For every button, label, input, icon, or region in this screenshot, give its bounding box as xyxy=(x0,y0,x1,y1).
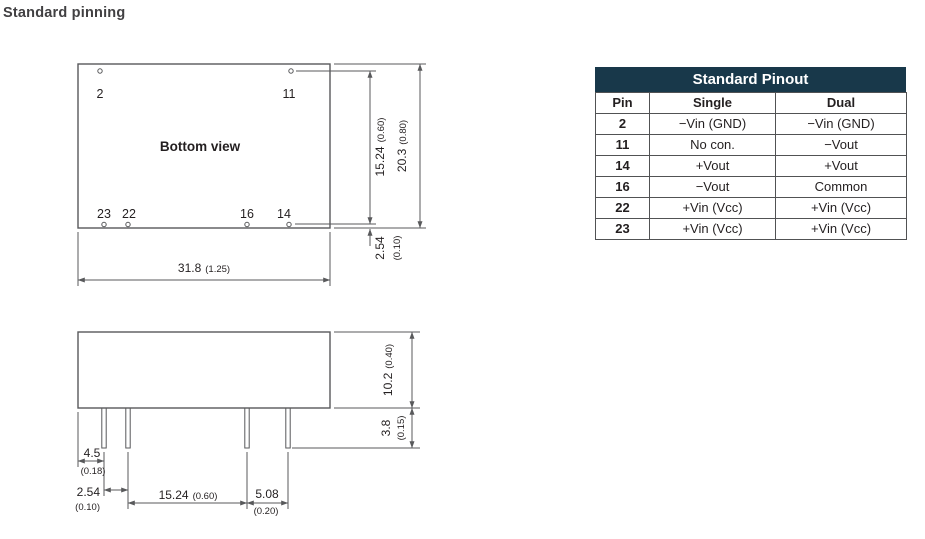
dim-pin-length-in: (0.15) xyxy=(396,416,407,441)
page-title: Standard pinning xyxy=(3,5,126,21)
pin-cell: 14 xyxy=(595,155,650,177)
pin-11-hole xyxy=(288,68,294,74)
pin-leg xyxy=(244,407,250,449)
dual-cell: −Vout xyxy=(775,134,907,156)
pin-cell: 2 xyxy=(595,113,650,135)
single-cell: −Vin (GND) xyxy=(649,113,776,135)
dim-pin-pitch-in: (0.10) xyxy=(75,502,100,513)
dual-cell: +Vin (Vcc) xyxy=(775,218,907,240)
bottom-view xyxy=(77,63,331,229)
pin-leg xyxy=(125,407,131,449)
pin-16-label: 16 xyxy=(240,207,254,221)
dim-pin-span-mm: 15.24 xyxy=(159,488,189,502)
pin-cell: 11 xyxy=(595,134,650,156)
dim-row-span-mm: 15.24 xyxy=(373,146,387,176)
dim-pin-length-mm: 3.8 xyxy=(379,419,393,436)
side-view xyxy=(77,331,331,449)
dim-row-span-in: (0.60) xyxy=(376,118,387,143)
side-view-dimension-lines xyxy=(77,331,420,509)
pinout-table: Standard Pinout Pin Single Dual 2 −Vin (… xyxy=(595,67,907,240)
dim-row-span: 15.24 (0.60) xyxy=(373,118,387,177)
pin-leg xyxy=(285,407,291,449)
dim-body-height-mm: 10.2 xyxy=(381,372,395,396)
dual-cell: +Vout xyxy=(775,155,907,177)
pin-22-hole xyxy=(125,221,131,228)
dim-height-mm: 20.3 xyxy=(395,148,409,172)
pin-14-label: 14 xyxy=(277,207,291,221)
side-view-outline xyxy=(77,331,331,409)
dim-width: 31.8(1.25) xyxy=(178,261,230,275)
pin-cell: 22 xyxy=(595,197,650,219)
single-cell: +Vout xyxy=(649,155,776,177)
table-row: 14 +Vout +Vout xyxy=(595,155,907,177)
pin-2-hole xyxy=(97,68,103,74)
dim-pin-gap-in: (0.20) xyxy=(254,506,279,517)
table-row: 16 −Vout Common xyxy=(595,176,907,198)
single-cell: −Vout xyxy=(649,176,776,198)
pin-22-label: 22 xyxy=(122,207,136,221)
pin-16-hole xyxy=(244,221,250,228)
dim-edge-to-pin-in: (0.18) xyxy=(81,466,106,477)
dim-edge-to-pin-mm: 4.5 xyxy=(84,446,101,460)
dim-pin-pitch-mm: 2.54 xyxy=(77,485,101,499)
pin-14-hole xyxy=(286,221,292,228)
pin-23-label: 23 xyxy=(97,207,111,221)
dual-cell: −Vin (GND) xyxy=(775,113,907,135)
dim-width-in: (1.25) xyxy=(205,264,230,275)
dim-body-height-in: (0.40) xyxy=(384,344,395,369)
dual-cell: Common xyxy=(775,176,907,198)
dim-edge-offset-mm: 2.54 xyxy=(373,236,387,260)
table-row: 22 +Vin (Vcc) +Vin (Vcc) xyxy=(595,197,907,219)
single-cell: +Vin (Vcc) xyxy=(649,218,776,240)
pin-leg xyxy=(101,407,107,449)
table-header-row: Pin Single Dual xyxy=(595,92,907,114)
pin-cell: 16 xyxy=(595,176,650,198)
bottom-view-dimension-lines xyxy=(77,63,426,286)
dim-edge-offset-in: (0.10) xyxy=(392,236,403,261)
side-view-labels: 10.2 (0.40) 3.8 (0.15) 4.5 (0.18) 2.54 (0… xyxy=(75,344,407,517)
col-header-dual: Dual xyxy=(775,92,907,114)
dual-cell: +Vin (Vcc) xyxy=(775,197,907,219)
pin-23-hole xyxy=(101,221,107,228)
dim-height: 20.3 (0.80) xyxy=(395,120,409,172)
single-cell: +Vin (Vcc) xyxy=(649,197,776,219)
dim-height-in: (0.80) xyxy=(398,120,409,145)
pin-2-label: 2 xyxy=(97,87,104,101)
dim-body-height: 10.2 (0.40) xyxy=(381,344,395,396)
pin-cell: 23 xyxy=(595,218,650,240)
table-row: 2 −Vin (GND) −Vin (GND) xyxy=(595,113,907,135)
dim-pin-span: 15.24 (0.60) xyxy=(159,488,218,502)
col-header-single: Single xyxy=(649,92,776,114)
single-cell: No con. xyxy=(649,134,776,156)
bottom-view-outline xyxy=(77,63,331,229)
col-header-pin: Pin xyxy=(595,92,650,114)
pinout-table-title: Standard Pinout xyxy=(595,67,906,92)
bottom-view-labels: Bottom view 2 11 23 22 16 14 15.24 (0.60)… xyxy=(97,87,409,275)
table-row: 23 +Vin (Vcc) +Vin (Vcc) xyxy=(595,218,907,240)
dim-pin-gap-mm: 5.08 xyxy=(255,487,279,501)
bottom-view-label: Bottom view xyxy=(160,139,241,154)
pinout-table-grid: Pin Single Dual 2 −Vin (GND) −Vin (GND) … xyxy=(595,92,907,240)
dim-pin-span-in: (0.60) xyxy=(193,491,218,502)
table-row: 11 No con. −Vout xyxy=(595,134,907,156)
dim-width-mm: 31.8 xyxy=(178,261,202,275)
pin-11-label: 11 xyxy=(283,87,296,101)
